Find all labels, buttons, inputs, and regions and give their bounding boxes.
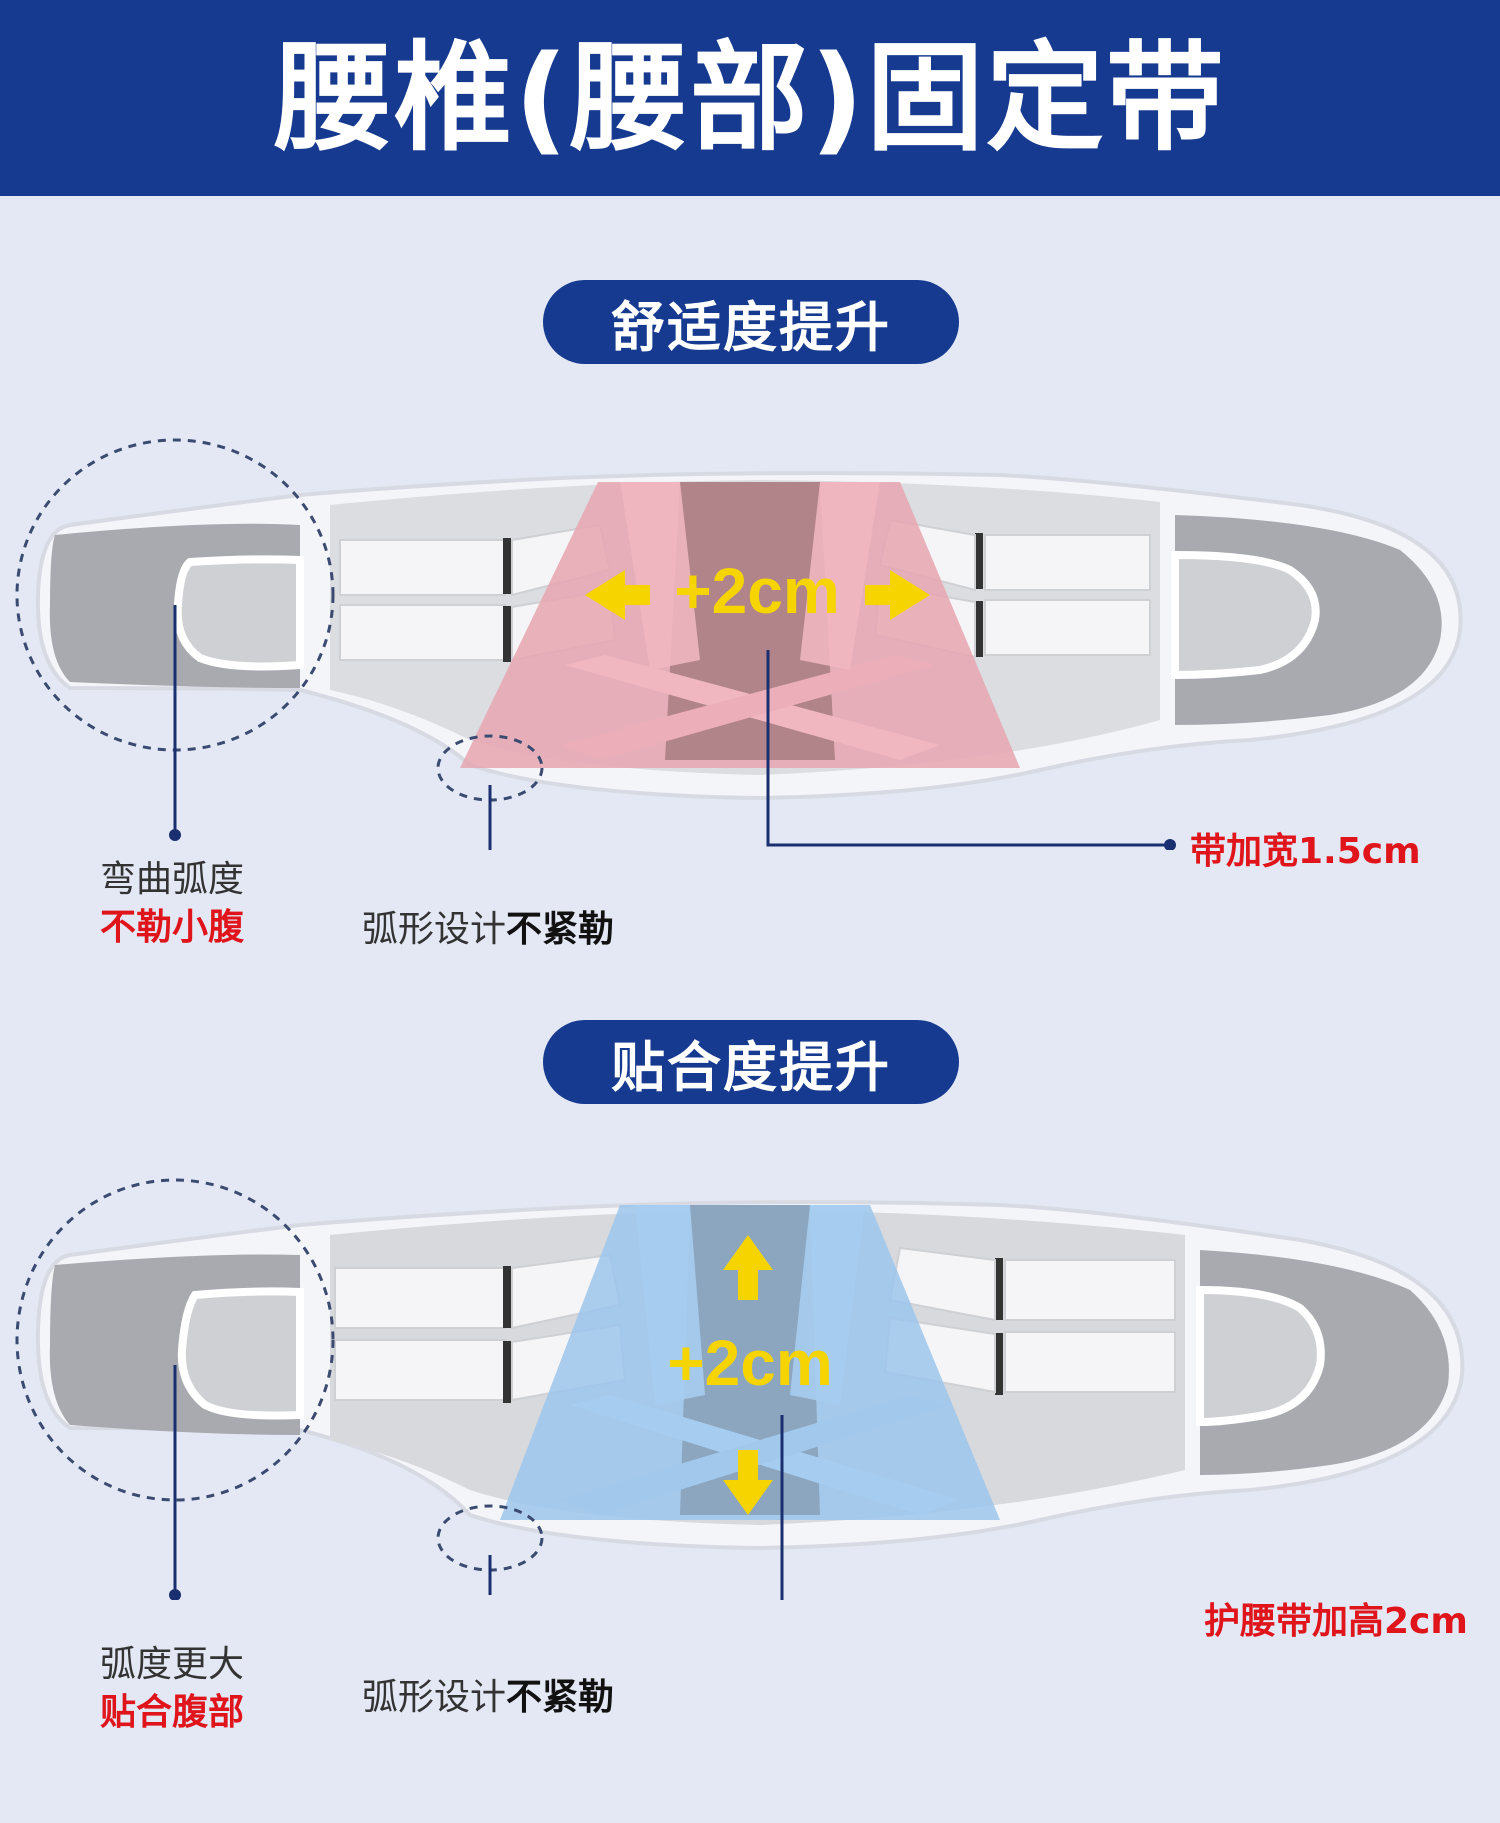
left-pad-inner <box>173 555 304 671</box>
page-title: 腰椎(腰部)固定带 <box>274 29 1226 167</box>
callout-left-line2-s1: 不勒小腹 <box>100 907 245 948</box>
measure-label: +2cm <box>667 1327 832 1399</box>
belt-diagram-comfort: +2cm <box>15 438 1463 850</box>
right-pad-inner <box>1196 1285 1325 1427</box>
callout-left-line1-s1: 弯曲弧度 <box>100 859 245 900</box>
right-pad-inner <box>1171 550 1320 680</box>
callout-left-line1-s2: 弧度更大 <box>100 1644 245 1685</box>
strap-left-top <box>334 1267 506 1329</box>
belt-diagram-fit: +2cm <box>15 1178 1465 1600</box>
callout-right-s1: 带加宽1.5cm <box>1190 831 1421 872</box>
strap-left-bottom <box>334 1339 506 1401</box>
arrow-right <box>865 570 930 620</box>
curve-highlight-left <box>15 1178 335 1502</box>
strap-right-bottom <box>984 599 1151 656</box>
callout-right-s2: 护腰带加高2cm <box>1204 1601 1468 1642</box>
callout-left-line2-s2: 贴合腹部 <box>100 1692 245 1733</box>
measure-label: +2cm <box>674 555 839 627</box>
strap-right-top <box>1004 1259 1176 1321</box>
header-banner: 腰椎(腰部)固定带 <box>0 0 1500 196</box>
callout-mid-bold: 不紧勒 <box>506 909 615 950</box>
strap-right-bottom <box>1004 1331 1176 1393</box>
section2-pill: 贴合度提升 <box>543 1020 959 1104</box>
callout-mid-s2: 弧形设计不紧勒 <box>362 1668 614 1720</box>
left-pad-inner <box>177 1287 304 1420</box>
arrow-down <box>723 1450 773 1515</box>
strap-right-top <box>984 534 1151 591</box>
strap-left-bottom <box>339 604 506 661</box>
arrow-up <box>723 1235 773 1300</box>
arrow-left <box>585 570 650 620</box>
strap-left-top <box>339 539 506 596</box>
section1-pill: 舒适度提升 <box>543 280 959 364</box>
callout-mid-prefix: 弧形设计 <box>362 909 507 950</box>
callout-mid-s1: 弧形设计不紧勒 <box>362 900 614 952</box>
callout-mid-bold: 不紧勒 <box>506 1677 615 1718</box>
callout-mid-prefix: 弧形设计 <box>362 1677 507 1718</box>
